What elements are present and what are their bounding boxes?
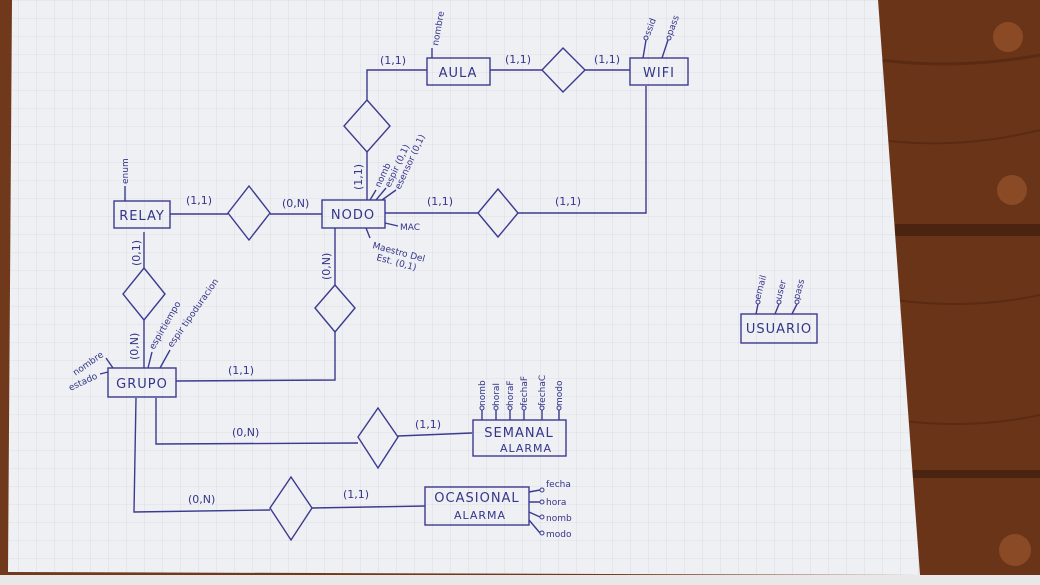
line-nodo-wifi-b (518, 86, 647, 214)
rel-nodo-wifi (477, 187, 519, 239)
entity-grupo-label: GRUPO (116, 377, 168, 392)
entity-wifi (629, 57, 689, 86)
entity-ocasional-label: OCASIONAL (434, 491, 519, 506)
card-nodo-left: (0,N) (282, 197, 309, 210)
line-grupo-ocasional-a (133, 397, 271, 513)
card-wifi-left: (1,1) (594, 53, 620, 66)
attr-semanal-horai: horaI (492, 383, 502, 406)
attr-semanal-horaf: horaF (506, 380, 516, 406)
card-relay-bottom: (0,1) (130, 240, 143, 266)
line-grupo-semanal-a (155, 398, 359, 445)
attr-ocasional-fecha: fecha (546, 480, 571, 490)
entity-nodo-label: NODO (331, 208, 375, 223)
entity-aula-label: AULA (439, 66, 478, 81)
entity-aula (426, 57, 491, 86)
attr-stem-ocasional (528, 489, 541, 534)
attr-stem-nodo-bottom (365, 227, 371, 239)
attr-stem-nodo-top (369, 187, 397, 201)
entity-nodo (321, 199, 386, 229)
card-grupo-top: (0,N) (128, 333, 141, 360)
entity-semanal-label: SEMANAL (484, 426, 553, 441)
card-semanal-right: (1,1) (415, 418, 441, 431)
card-aula-left: (1,1) (380, 54, 406, 67)
card-nodo-top: (1,1) (352, 164, 365, 190)
attr-semanal-modo: modo (555, 380, 565, 406)
rel-relay-grupo (122, 266, 166, 322)
card-ocasional-right: (1,1) (343, 488, 369, 501)
attr-ocasional-modo: modo (546, 530, 572, 540)
entity-semanal-label-2: ALARMA (500, 442, 552, 455)
entity-ocasional-alarma (424, 486, 530, 526)
line-nodo-grupo-b (175, 332, 336, 382)
rel-aula-nodo (343, 98, 391, 154)
card-semanal-left: (0,N) (232, 426, 259, 439)
rel-relay-nodo (227, 184, 271, 242)
line-grupo-ocasional-b (311, 505, 426, 509)
card-nodo-right: (1,1) (427, 195, 453, 208)
attr-stem-nodo-mac (384, 222, 399, 227)
entity-ocasional-label-2: ALARMA (454, 509, 506, 522)
entity-usuario (740, 313, 818, 344)
attr-stem-grupo (99, 349, 171, 375)
attr-ocasional-nomb: nomb (546, 514, 572, 524)
entity-relay-label: RELAY (119, 209, 165, 224)
card-ocasional-left: (0,N) (188, 493, 215, 506)
rel-grupo-ocasional (269, 475, 313, 542)
card-relay-right: (1,1) (186, 194, 212, 207)
entity-usuario-label: USUARIO (746, 322, 812, 337)
attr-stem-semanal (481, 410, 560, 420)
line-aula-nodo (366, 69, 427, 100)
attr-nodo-mac: MAC (400, 223, 420, 233)
entity-grupo (107, 367, 177, 398)
card-grupo-right: (1,1) (228, 364, 254, 377)
attr-semanal-fechac: fechaC (538, 375, 548, 406)
attr-semanal-nomb: nomb (478, 380, 488, 406)
attr-usuario-user: user (774, 279, 789, 301)
entity-semanal-alarma (472, 419, 567, 457)
rel-nodo-grupo (314, 283, 356, 334)
entity-wifi-label: WIFI (643, 66, 675, 81)
card-wifi-bottom: (1,1) (555, 195, 581, 208)
attr-ocasional-hora: hora (546, 498, 566, 508)
entity-relay (113, 200, 171, 229)
attr-semanal-fechaf: fechaF (520, 376, 530, 406)
card-nodo-bottom: (0,N) (320, 253, 333, 280)
line-grupo-semanal-b (397, 432, 473, 437)
card-aula-right: (1,1) (505, 53, 531, 66)
attr-relay-enum: enum (121, 158, 131, 184)
attr-stem-usuario (755, 303, 798, 315)
attr-stem-wifi (642, 39, 669, 59)
rel-aula-wifi (541, 46, 586, 94)
rel-grupo-semanal (357, 406, 399, 470)
